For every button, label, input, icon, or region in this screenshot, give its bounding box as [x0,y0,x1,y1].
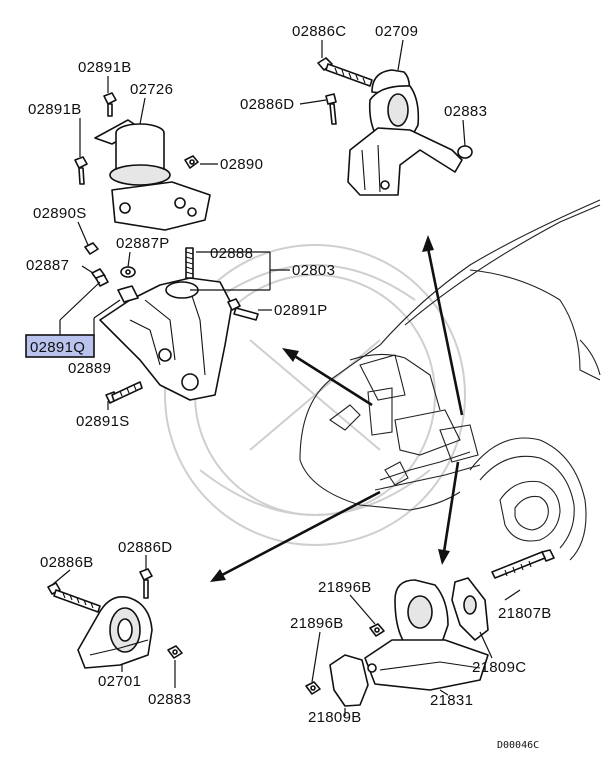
label-21809C: 21809C [472,659,526,676]
label-02891Q[interactable]: 02891Q [30,339,85,356]
label-02887P: 02887P [116,235,170,252]
damper-02726 [74,92,211,231]
mount-02709 [317,57,473,196]
label-02890: 02890 [220,156,263,173]
label-02886D-top: 02886D [240,96,294,113]
label-02726: 02726 [130,81,173,98]
mount-21831 [305,549,555,707]
bolt-02891S [105,381,143,404]
label-02891P: 02891P [274,302,328,319]
label-02886B: 02886B [40,554,94,571]
label-21831: 21831 [430,692,473,709]
label-02888: 02888 [210,245,253,262]
label-02883-bottom: 02883 [148,691,191,708]
label-02891S: 02891S [76,413,130,430]
label-21809B: 21809B [308,709,362,726]
label-02891B-b: 02891B [28,101,82,118]
label-02883-top: 02883 [444,103,487,120]
drawing-code: D00046C [497,740,539,751]
location-arrows [210,235,464,582]
label-02701: 02701 [98,673,141,690]
label-21896B-b: 21896B [290,615,344,632]
bolt-02886C [317,57,373,87]
label-02709: 02709 [375,23,418,40]
label-02887: 02887 [26,257,69,274]
leader-lines [51,39,521,716]
label-02886C: 02886C [292,23,346,40]
label-02889: 02889 [68,360,111,377]
vehicle-outline [299,199,601,561]
bolt-21807B [491,549,555,579]
stud-02888 [185,247,194,279]
label-21896B-a: 21896B [318,579,372,596]
label-02803: 02803 [292,262,335,279]
label-02891B-a: 02891B [78,59,132,76]
highlight-02891Q [25,334,95,358]
bolt-02886B [47,582,101,613]
part-labels: 02886C 02709 02886D 02883 02891B 02726 0… [25,23,552,751]
bolt-02891P [227,298,259,321]
watermark [164,244,466,546]
label-02890S: 02890S [33,205,87,222]
label-21807B: 21807B [498,605,552,622]
bracket-02803 [84,242,259,404]
bolt-02886D-bottom [139,568,153,599]
mount-02701 [47,568,183,669]
label-02886D-bottom: 02886D [118,539,172,556]
bolt-02886D-top [325,93,337,125]
